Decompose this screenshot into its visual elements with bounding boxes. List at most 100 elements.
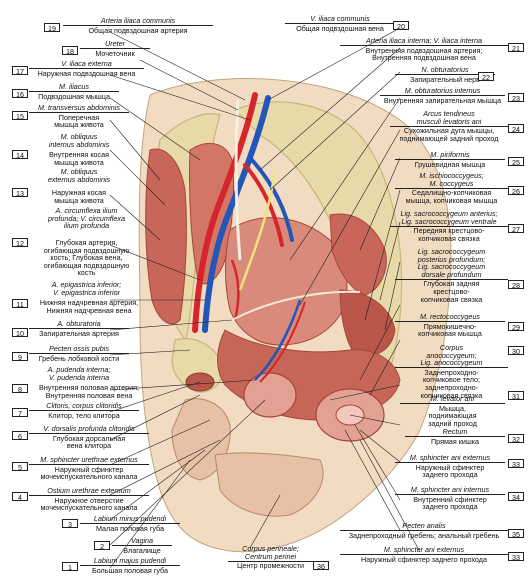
- label-internal-oblique-rus: Внутренняя косая мышца живота: [29, 150, 129, 166]
- label-vagina: Vagina Влагалище: [112, 537, 172, 554]
- label-number-1: 1: [62, 562, 78, 572]
- label-russian: Наружный сфинктер заднего прохода: [340, 554, 508, 563]
- label-number-4: 4: [12, 492, 28, 502]
- internal-iliac-artery: [243, 163, 284, 247]
- label-russian: Наружная косая мышца живота: [51, 188, 107, 205]
- label-m-obliquus-externus: M. obliquus externus abdominis: [29, 168, 129, 183]
- label-corpus-perineale: Corpus perineale; Centrum perinei Центр …: [228, 545, 313, 570]
- label-russian: Внутренняя половая артерия; Внутренняя п…: [39, 383, 139, 400]
- label-latin: M. sphincter ani internus: [410, 485, 490, 494]
- label-number-15: 15: [12, 111, 28, 121]
- label-number-33b: 33: [508, 552, 524, 562]
- label-latin: M. sphincter urethrae externus: [40, 455, 138, 464]
- label-russian: Глубокая дорсальная вена клитора: [29, 433, 149, 450]
- iliac-artery: [192, 92, 258, 333]
- label-v-iliaca-externa: V. iliaca externa Наружная подвздошная в…: [29, 60, 144, 77]
- label-latin: Arcus tendineus musculi levatoris ani: [416, 109, 482, 126]
- label-number-24: 24: [508, 124, 524, 134]
- label-latin: V. iliaca communis: [310, 14, 370, 23]
- label-latin: A. epigastrica inferior; V. epigastrica …: [51, 280, 122, 297]
- label-russian: Влагалище: [112, 545, 172, 554]
- label-russian: Центр промежности: [228, 560, 313, 570]
- label-pudendal-rus: Внутренняя половая артерия; Внутренняя п…: [29, 383, 149, 399]
- label-latin: M. iliacus: [59, 82, 89, 91]
- label-m-iliacus: M. iliacus Подвздошная мышца: [29, 83, 119, 100]
- label-latin: Arteria iliaca interna; V. iliaca intern…: [365, 36, 483, 45]
- label-latin: Labium majus pudendi: [93, 556, 167, 565]
- label-russian: Нижняя надчревная артерия, Нижняя надчре…: [39, 298, 139, 315]
- label-russian: Наружный сфинктер мочеиспускательного ка…: [29, 464, 149, 481]
- label-number-5: 5: [12, 462, 28, 472]
- label-m-sphincter-urethrae-externus: M. sphincter urethrae externus Наружный …: [29, 456, 149, 481]
- label-russian: Большая половая губа: [80, 565, 180, 574]
- label-latin: M. piriformis: [430, 150, 470, 159]
- pudendal-artery: [259, 301, 306, 383]
- label-m-levator-ani: M. levator ani Мышца, поднимающая задний…: [400, 395, 505, 427]
- label-russian: Мышца, поднимающая задний проход: [400, 403, 505, 427]
- label-ureter: Ureter Мочеточник: [80, 40, 150, 57]
- label-circumflex-rus: Глубокая артерия, огибающая подвздошную …: [29, 238, 144, 277]
- label-russian: Поперечная мышца живота: [29, 112, 129, 129]
- label-number-2: 2: [94, 541, 110, 551]
- label-latin: M. levator ani: [430, 394, 475, 403]
- label-lig-sacrococcygeum-posterius: Lig. sacrococcygeum posterius profundum;…: [395, 248, 508, 303]
- label-latin: M. ischiococcygeus; M. coccygeus: [419, 171, 484, 188]
- label-russian: Передняя крестцово- копчиковая связка: [390, 225, 508, 243]
- iliac-vein: [202, 95, 271, 333]
- label-m-sphincter-ani-internus: M. sphincter ani internus Внутренний сфи…: [395, 486, 505, 511]
- label-latin: A. circumflexa ilium profunda; V. circum…: [48, 206, 125, 231]
- label-latin: M. rectococcygeus: [420, 312, 480, 321]
- label-arteria-iliaca-interna: Arteria iliaca interna; V. iliaca intern…: [340, 37, 508, 62]
- label-arteria-iliaca-communis: Arteria iliaca communis Общая подвздошна…: [63, 17, 213, 34]
- label-latin: V. iliaca externa: [61, 59, 112, 68]
- label-number-35: 35: [508, 529, 524, 539]
- label-labium-minus-pudendi: Labium minus pudendi Малая половая губа: [80, 515, 180, 532]
- ureter: [234, 99, 242, 261]
- label-m-sphincter-ani-externus-2: M. sphincter ani externus Наружный сфинк…: [340, 546, 508, 563]
- label-number-14: 14: [12, 150, 28, 160]
- label-ostium-urethrae-externum: Ostium urethrae externum Наружное отверс…: [29, 487, 149, 512]
- label-number-17: 17: [12, 66, 28, 76]
- label-latin: M. sphincter ani externus: [383, 545, 465, 554]
- obturator-nerve: [238, 169, 277, 291]
- label-russian: Заднепроходно- копчиковое тело; заднепро…: [395, 367, 508, 399]
- piriformis-muscle: [329, 213, 387, 296]
- obturator-artery: [230, 259, 240, 321]
- label-pecten-analis: Pecten analis Заднепроходный гребень; ан…: [340, 522, 508, 539]
- label-number-10: 10: [12, 328, 28, 338]
- label-latin: M. obliquus internus abdominis: [48, 132, 110, 149]
- label-russian: Сухожильная дуга мышцы, поднимающей задн…: [390, 125, 508, 143]
- label-lig-sacrococcygeum-anterius: Lig. sacrococcygeum anterius; Lig. sacro…: [390, 210, 508, 242]
- label-corpus-anococcygeum: Corpus anococcygeum; Lig. anococcygeum З…: [395, 344, 508, 399]
- label-russian: Гребень лобковой кости: [29, 353, 129, 362]
- label-number-28: 28: [508, 280, 524, 290]
- pudendal-vessels: [254, 299, 302, 381]
- label-a-obturatoria: A. obturatoria Запирательная артерия: [29, 320, 129, 337]
- label-russian: Запирательный нерв: [395, 74, 495, 83]
- label-russian: Грушевидная мышца: [395, 159, 505, 168]
- label-number-36: 36: [313, 561, 329, 571]
- label-external-oblique-rus: Наружная косая мышца живота: [29, 188, 129, 204]
- label-latin: M. obliquus externus abdominis: [47, 167, 111, 184]
- label-latin: Labium minus pudendi: [93, 514, 167, 523]
- label-number-9: 9: [12, 352, 28, 362]
- label-russian: Наружный сфинктер заднего прохода: [395, 462, 505, 479]
- label-m-ischiococcygeus: M. ischiococcygeus; M. coccygeus Седалищ…: [395, 172, 508, 204]
- label-latin: N. obturatorius: [421, 65, 469, 74]
- label-latin: Ureter: [105, 39, 125, 48]
- label-russian: Прямокишечно- копчиковая мышца: [395, 321, 505, 338]
- label-number-19: 19: [44, 23, 60, 33]
- label-russian: Внутренняя подвздошная артерия; Внутренн…: [340, 45, 508, 62]
- label-number-31: 31: [508, 391, 524, 401]
- label-russian: Наружная подвздошная вена: [29, 68, 144, 77]
- label-number-7: 7: [12, 408, 28, 418]
- label-number-12: 12: [12, 238, 28, 248]
- label-russian: Внутренняя косая мышца живота: [48, 150, 110, 167]
- label-latin: A. obturatoria: [57, 319, 101, 328]
- label-number-30: 30: [508, 346, 524, 356]
- label-latin: Vagina: [130, 536, 154, 545]
- label-n-obturatorius: N. obturatorius Запирательный нерв: [395, 66, 495, 83]
- label-number-21: 21: [508, 43, 524, 53]
- label-russian: Глубокая артерия, огибающая подвздошную …: [43, 238, 130, 278]
